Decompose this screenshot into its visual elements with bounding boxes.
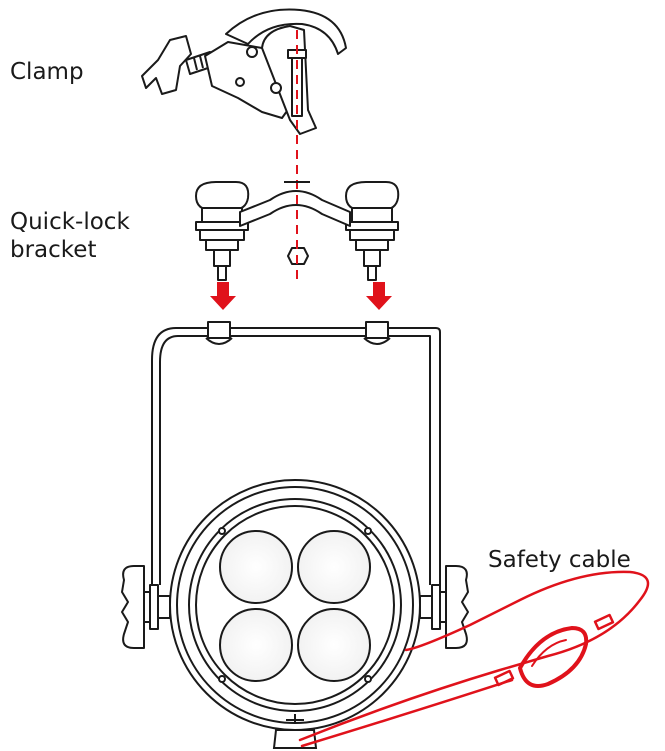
right-arrow-icon [366, 282, 392, 310]
clamp-label: Clamp [10, 59, 84, 85]
left-arrow-icon [210, 282, 236, 310]
fixture-head [169, 479, 421, 749]
led-lens [219, 530, 293, 604]
clamp-hook [225, 8, 347, 55]
cable-crimp [593, 613, 615, 631]
yoke-outer [151, 327, 441, 560]
bracket-label-line1: Quick-lock [10, 209, 130, 235]
clamp-t-handle [141, 35, 192, 95]
carabiner-icon [518, 626, 589, 688]
yoke-drawing [151, 321, 441, 560]
bracket-right-knob [345, 181, 400, 211]
bracket-label-line2: bracket [10, 237, 97, 263]
clamp-drawing [141, 8, 347, 135]
yoke-inner [159, 335, 431, 560]
bracket-left-knob [195, 181, 250, 211]
safety-cable [298, 570, 650, 748]
fixture-safety-eyelet [272, 729, 318, 749]
led-lens [297, 608, 371, 682]
cable-crimp [493, 669, 515, 687]
bracket-right-pin [367, 265, 377, 281]
safety-cable-label: Safety cable [488, 547, 631, 573]
quick-lock-bracket-drawing [195, 181, 400, 281]
bracket-left-pin [217, 265, 227, 281]
side-knobs [121, 565, 469, 649]
quick-lock-bracket-label: Quick-lock bracket [10, 208, 130, 264]
left-tilt-knob [121, 565, 145, 649]
right-tilt-knob [445, 565, 469, 649]
insert-arrows [210, 282, 392, 310]
bracket-arch [239, 190, 351, 227]
led-lens [297, 530, 371, 604]
led-lens [219, 608, 293, 682]
safety-cable-loop [298, 570, 650, 742]
